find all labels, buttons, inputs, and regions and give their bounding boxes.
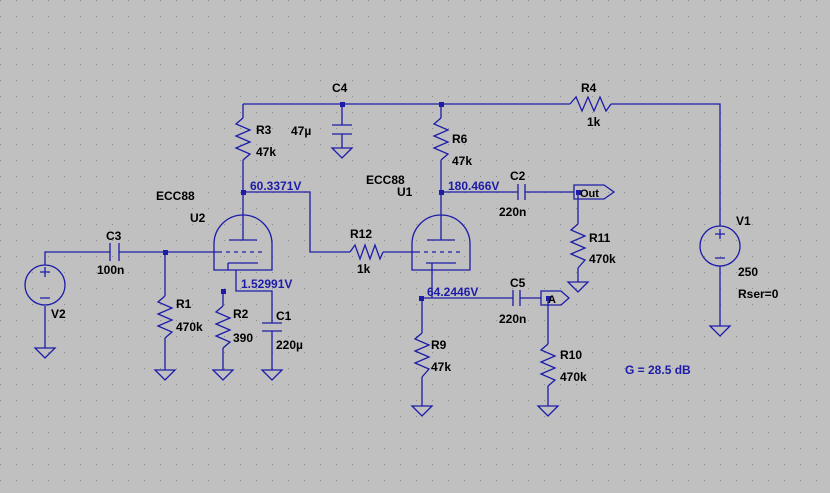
resistor-r1-symbol[interactable] <box>156 295 174 339</box>
resistor-r10-symbol[interactable] <box>539 343 557 387</box>
resistor-r11-symbol[interactable] <box>569 223 587 269</box>
v1-param: Rser=0 <box>738 287 779 301</box>
c5-name: C5 <box>510 276 526 290</box>
capacitor-c2-symbol[interactable] <box>517 184 526 200</box>
u1-name: U1 <box>397 185 413 199</box>
port-a-symbol[interactable] <box>540 290 570 306</box>
r9-name: R9 <box>431 338 447 352</box>
u2-cathode-voltage: 1.52991V <box>241 277 292 291</box>
voltage-source-v2-symbol[interactable] <box>24 264 66 306</box>
u2-plate-voltage: 60.3371V <box>250 179 301 193</box>
gain-annotation: G = 28.5 dB <box>625 363 691 377</box>
resistor-r4-symbol[interactable] <box>569 95 612 113</box>
r12-name: R12 <box>350 227 372 241</box>
r9-value: 47k <box>431 360 451 374</box>
voltage-source-v1-symbol[interactable] <box>699 225 741 267</box>
r4-value: 1k <box>587 115 601 129</box>
triode-u1-symbol[interactable] <box>411 214 471 271</box>
r11-name: R11 <box>589 231 611 245</box>
u1-plate-voltage: 180.466V <box>448 179 499 193</box>
r3-value: 47k <box>256 145 276 159</box>
resistor-r12-symbol[interactable] <box>349 243 384 261</box>
r10-value: 470k <box>560 370 587 384</box>
u2-name: U2 <box>190 211 206 225</box>
r4-name: R4 <box>581 81 597 95</box>
v1-value: 250 <box>738 265 758 279</box>
junctions <box>163 102 581 301</box>
c1-value: 220µ <box>276 338 303 352</box>
resistor-r3-symbol[interactable] <box>234 117 252 161</box>
port-out-symbol[interactable] <box>573 184 616 200</box>
c4-value: 47µ <box>291 124 311 138</box>
r6-value: 47k <box>452 154 472 168</box>
v2-name: V2 <box>51 307 66 321</box>
triode-u2-symbol[interactable] <box>213 214 273 271</box>
r11-value: 470k <box>589 252 616 266</box>
c5-value: 220n <box>499 312 526 326</box>
r2-name: R2 <box>233 307 249 321</box>
v1-name: V1 <box>736 214 751 228</box>
r1-value: 470k <box>176 320 203 334</box>
u2-type: ECC88 <box>156 189 195 203</box>
resistor-r9-symbol[interactable] <box>413 332 431 378</box>
c2-name: C2 <box>510 169 526 183</box>
port-out-label: Out <box>580 188 599 200</box>
capacitor-c1-symbol[interactable] <box>262 322 282 332</box>
r1-name: R1 <box>176 297 192 311</box>
r6-name: R6 <box>452 132 468 146</box>
r10-name: R10 <box>560 348 582 362</box>
ground-symbols <box>33 147 732 417</box>
c2-value: 220n <box>499 205 526 219</box>
capacitor-c4-symbol[interactable] <box>332 124 352 135</box>
c4-name: C4 <box>332 81 348 95</box>
c1-name: C1 <box>276 309 292 323</box>
r2-value: 390 <box>233 331 253 345</box>
port-a-label: A <box>548 294 556 306</box>
u1-cathode-voltage: 64.2446V <box>427 285 478 299</box>
capacitor-c3-symbol[interactable] <box>109 243 120 261</box>
r12-value: 1k <box>357 262 371 276</box>
capacitor-c5-symbol[interactable] <box>512 290 521 306</box>
r3-name: R3 <box>256 123 272 137</box>
c3-value: 100n <box>97 263 124 277</box>
resistor-r6-symbol[interactable] <box>432 117 450 161</box>
u1-type: ECC88 <box>366 173 405 187</box>
c3-name: C3 <box>106 229 122 243</box>
resistor-r2-symbol[interactable] <box>214 305 232 349</box>
